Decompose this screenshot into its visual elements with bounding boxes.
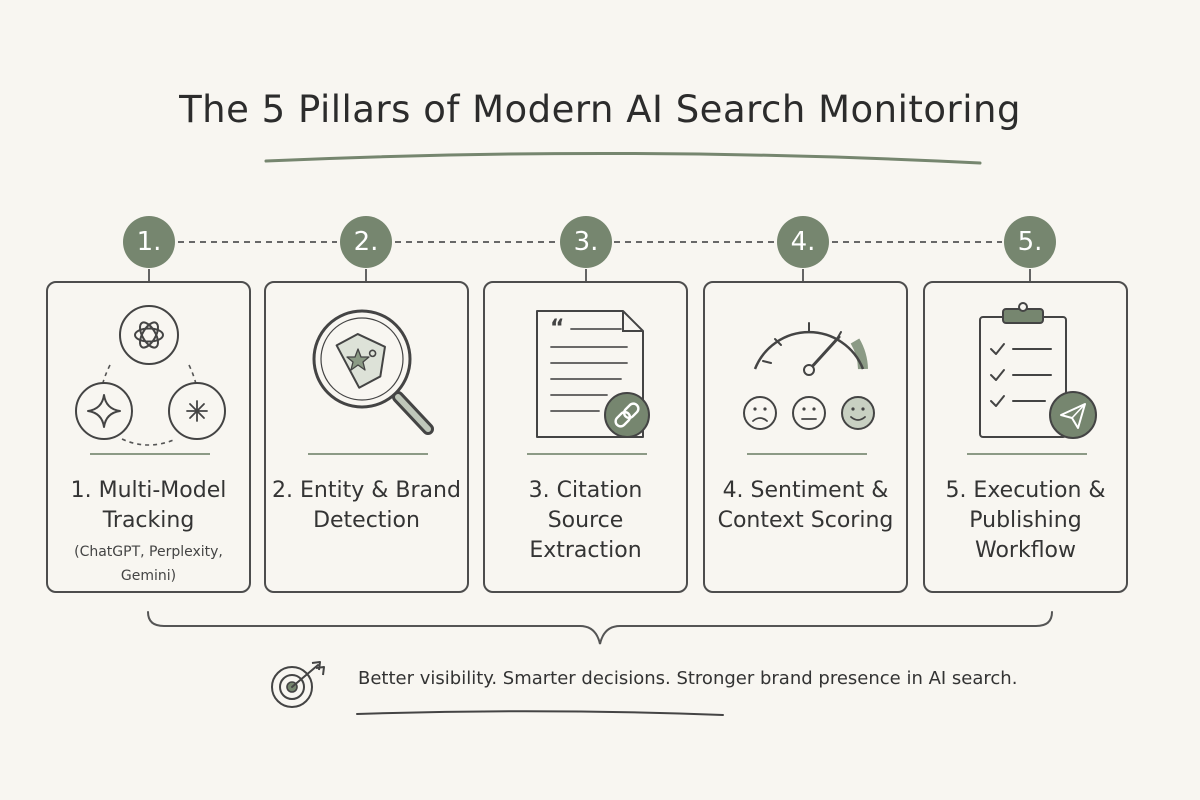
pillar-card-citation-source-extraction: “ 3. Citation Source Extraction <box>483 281 688 593</box>
step-number-3: 3. <box>560 216 612 268</box>
pillar-card-execution-publishing-workflow: 5. Execution & Publishing Workflow <box>923 281 1128 593</box>
pillar-label: 3. Citation Source Extraction <box>528 478 643 563</box>
step-number-4: 4. <box>777 216 829 268</box>
summary-tagline: Better visibility. Smarter decisions. St… <box>358 668 1018 689</box>
page-title: The 5 Pillars of Modern AI Search Monito… <box>179 88 1021 131</box>
document-link-icon: “ <box>536 310 650 438</box>
title-underline <box>264 151 982 165</box>
target-icon <box>271 661 325 708</box>
card-divider <box>527 453 647 455</box>
pillar-card-sentiment-context-scoring: 4. Sentiment & Context Scoring <box>703 281 908 593</box>
card-divider <box>90 453 210 455</box>
tagline-underline <box>356 710 724 716</box>
pillar-note: (ChatGPT, Perplexity, Gemini) <box>74 544 223 584</box>
pillar-label-container: 1. Multi-Model Tracking (ChatGPT, Perple… <box>54 476 243 588</box>
pillar-label: 1. Multi-Model Tracking <box>70 478 227 533</box>
step-number-5: 5. <box>1004 216 1056 268</box>
step-number-2: 2. <box>340 216 392 268</box>
clipboard-send-icon <box>979 302 1097 439</box>
pillar-card-multi-model-tracking: 1. Multi-Model Tracking (ChatGPT, Perple… <box>46 281 251 593</box>
summary-brace <box>147 611 1053 645</box>
pillar-label: 5. Execution & Publishing Workflow <box>945 478 1106 563</box>
card-divider <box>747 453 867 455</box>
step-number-1: 1. <box>123 216 175 268</box>
card-divider <box>308 453 428 455</box>
card-divider <box>967 453 1087 455</box>
magnifier-tag-icon <box>312 309 434 435</box>
pillar-card-entity-brand-detection: 2. Entity & Brand Detection <box>264 281 469 593</box>
ai-models-icon <box>75 305 226 446</box>
sentiment-gauge-icon <box>743 322 875 430</box>
pillar-label: 4. Sentiment & Context Scoring <box>717 478 894 533</box>
svg-text:“: “ <box>550 316 564 341</box>
pillar-label: 2. Entity & Brand Detection <box>272 478 461 533</box>
